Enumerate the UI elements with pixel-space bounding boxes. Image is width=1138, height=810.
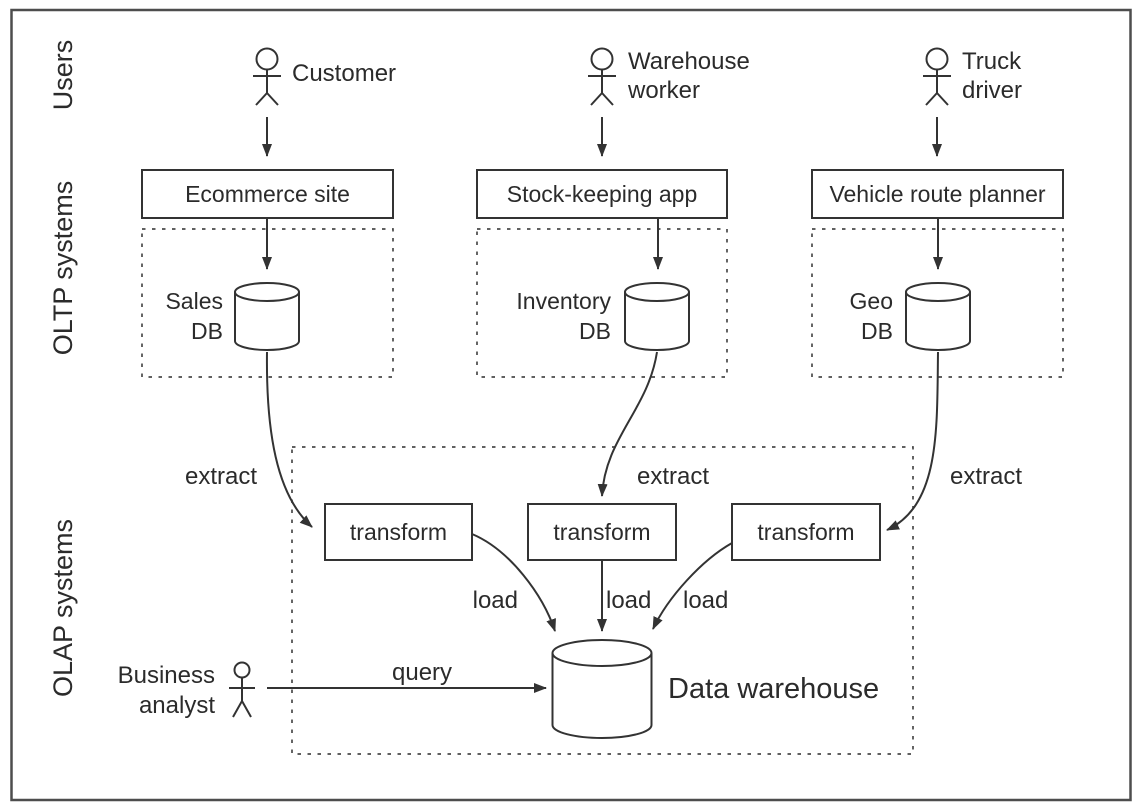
extract-label-3: extract: [950, 463, 1022, 490]
warehouse-worker-label-line2: worker: [627, 77, 700, 104]
olap-dashed-region: [291, 446, 914, 755]
extract-label-1: extract: [185, 463, 257, 490]
extract-arrow-1: [265, 351, 313, 528]
sales-db-label-line2: DB: [191, 318, 223, 344]
ecommerce-site-box: [141, 169, 394, 219]
business-analyst-label-line1: Business: [118, 662, 215, 689]
business-analyst-label-line2: analyst: [139, 692, 215, 719]
lane-label-olap-systems: OLAP systems: [48, 519, 78, 697]
extract-arrow-2: [597, 351, 658, 497]
geo-db-label-line2: DB: [861, 318, 893, 344]
sales-db-label-line1: Sales: [165, 288, 223, 314]
stock-keeping-app-box: [476, 169, 728, 219]
warehouse-worker-label-line1: Warehouse: [628, 48, 750, 75]
sales-db-cylinder-icon: [234, 282, 300, 351]
stock-keeping-app-label: Stock-keeping app: [507, 181, 698, 207]
extract-label-2: extract: [637, 463, 709, 490]
data-warehouse-cylinder-icon: [551, 639, 653, 739]
query-label: query: [392, 659, 452, 686]
transform-box-3: [731, 503, 881, 561]
load-label-3: load: [683, 587, 728, 614]
data-warehouse-label: Data warehouse: [668, 673, 879, 705]
load-label-1: load: [473, 587, 518, 614]
load-label-2: load: [606, 587, 651, 614]
truck-driver-actor-icon: [923, 47, 951, 106]
lane-label-oltp-systems: OLTP systems: [48, 181, 78, 356]
load-arrow-1: [471, 533, 556, 632]
transform-box-1: [324, 503, 473, 561]
ecommerce-site-label: Ecommerce site: [185, 181, 350, 207]
vehicle-route-planner-box: [811, 169, 1064, 219]
inventory-db-cylinder-icon: [624, 282, 690, 351]
transform-label-1: transform: [350, 519, 447, 545]
lane-label-users: Users: [48, 40, 78, 111]
customer-actor-icon: [253, 47, 281, 106]
oltp-dashed-region-2: [476, 228, 728, 378]
inventory-db-label-line1: Inventory: [516, 288, 611, 314]
extract-arrow-3: [886, 351, 939, 531]
business-analyst-actor-icon: [229, 661, 255, 718]
vehicle-route-planner-label: Vehicle route planner: [829, 181, 1045, 207]
transform-label-3: transform: [757, 519, 854, 545]
transform-label-2: transform: [553, 519, 650, 545]
load-arrow-3: [652, 542, 733, 630]
warehouse-worker-actor-icon: [588, 47, 616, 106]
truck-driver-label-line1: Truck: [962, 48, 1022, 75]
transform-box-2: [527, 503, 677, 561]
geo-db-cylinder-icon: [905, 282, 971, 351]
truck-driver-label-line2: driver: [962, 77, 1022, 104]
geo-db-label-line1: Geo: [850, 288, 893, 314]
inventory-db-label-line2: DB: [579, 318, 611, 344]
customer-label: Customer: [292, 60, 396, 87]
